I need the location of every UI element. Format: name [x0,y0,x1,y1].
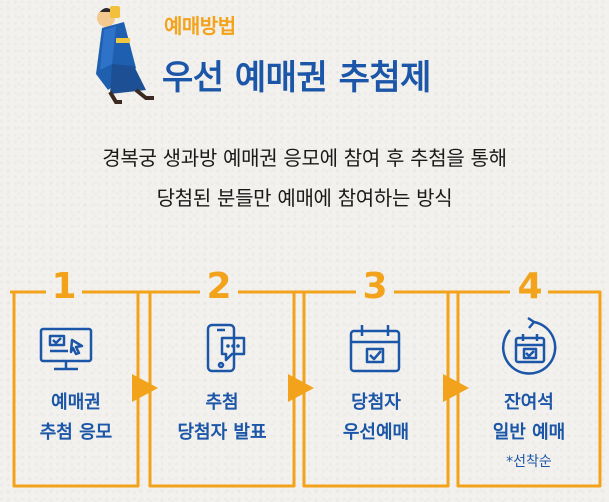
phone-message-icon [206,323,246,373]
step-3-label-line-1: 당첨자 [351,392,401,413]
step-4-label-line-1: 잔여석 [504,392,554,413]
step-3-number: 3 [362,266,388,307]
step-2-label: 추첨 당첨자 발표 [157,388,287,448]
arrow-2-3 [288,374,314,402]
step-1-label: 예매권 추첨 응모 [11,388,141,448]
step-2-box [138,290,296,488]
page-title: 우선 예매권 추첨제 [162,58,431,98]
step-1-number: 1 [51,266,77,307]
step-4-label: 잔여석 일반 예매 [464,388,594,448]
monitor-icon [39,327,93,371]
step-4-note: *선착순 [506,454,552,470]
arrow-3-4 [443,374,469,402]
step-1-box [10,290,140,488]
calendar-check-icon [349,325,401,373]
step-2-label-line-1: 추첨 [205,392,239,413]
step-3-label: 당첨자 우선예매 [311,388,441,448]
step-4-box [448,290,602,488]
description-line-1: 경복궁 생과방 예매권 응모에 참여 후 추첨을 통해 [102,146,507,170]
step-4-number: 4 [517,266,543,307]
arrow-1-2 [132,374,158,402]
step-2-number: 2 [206,266,232,307]
step-3-label-line-2: 우선예매 [342,422,410,443]
description-line-2: 당첨된 분들만 예매에 참여하는 방식 [156,186,453,210]
step-1-label-line-2: 추첨 응모 [39,422,113,443]
hanbok-character-illustration [96,6,154,104]
step-3-box [294,290,450,488]
step-1-label-line-1: 예매권 [51,392,101,413]
step-4-label-line-2: 일반 예매 [492,422,566,443]
section-label: 예매방법 [164,14,236,38]
calendar-refresh-icon [501,316,557,375]
step-2-label-line-2: 당첨자 발표 [177,422,267,443]
